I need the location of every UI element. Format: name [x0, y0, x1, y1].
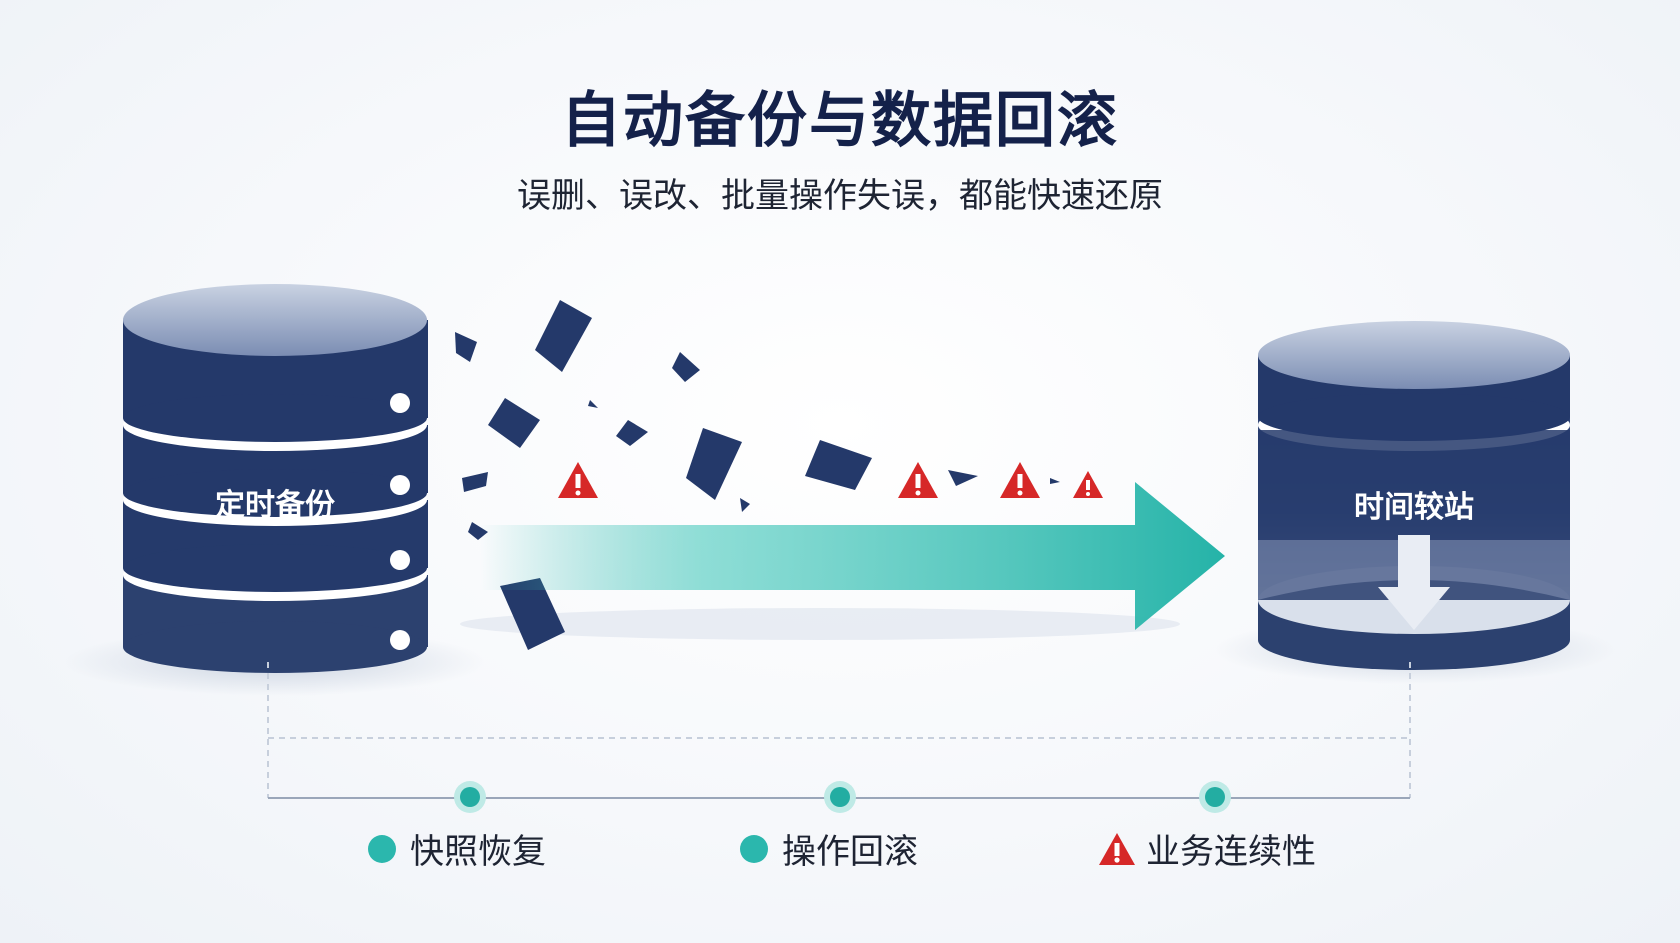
document-fragment: [948, 470, 978, 486]
legend-item-rollback: 操作回滚: [740, 824, 918, 873]
document-fragment: [805, 440, 872, 490]
legend-dot: [368, 834, 396, 863]
page-title: 自动备份与数据回滚: [561, 86, 1119, 156]
warning-icon: [1073, 471, 1103, 498]
source-db-label: 定时备份: [215, 488, 335, 523]
document-fragment: [588, 400, 598, 408]
timeline-node: [824, 781, 856, 813]
restore-down-arrow-icon: [1378, 535, 1450, 630]
warning-icon: [1000, 462, 1040, 498]
document-fragment: [616, 420, 648, 446]
arrow-shadow: [460, 608, 1180, 640]
warning-icon: [558, 462, 598, 498]
restore-arrow: [480, 482, 1225, 630]
legend-item-continuity: 业务连续性: [1098, 824, 1316, 873]
legend-label: 业务连续性: [1146, 832, 1316, 872]
document-fragment: [455, 332, 477, 362]
target-database: [1258, 321, 1570, 670]
warning-markers: [558, 462, 1103, 498]
warning-icon: [898, 462, 938, 498]
timeline-node: [454, 781, 486, 813]
warning-icon: [1099, 832, 1135, 865]
legend-item-snapshot: 快照恢复: [368, 824, 546, 873]
target-db-label: 时间较站: [1354, 490, 1474, 525]
document-fragment: [1050, 478, 1060, 484]
scattered-documents: [455, 300, 1060, 650]
legend-label: 快照恢复: [410, 832, 546, 872]
document-fragment: [535, 300, 592, 372]
document-fragment: [488, 398, 540, 448]
document-fragment: [462, 472, 488, 492]
page-subtitle: 误删、误改、批量操作失误，都能快速还原: [517, 176, 1163, 216]
document-fragment: [672, 352, 700, 382]
timeline-node: [1199, 781, 1231, 813]
timeline: [267, 662, 1411, 813]
document-fragment: [500, 578, 565, 650]
document-fragment: [686, 428, 742, 500]
legend-label: 操作回滚: [782, 832, 918, 872]
legend-dot: [740, 834, 768, 863]
source-database: [123, 284, 428, 673]
document-fragment: [740, 498, 750, 512]
